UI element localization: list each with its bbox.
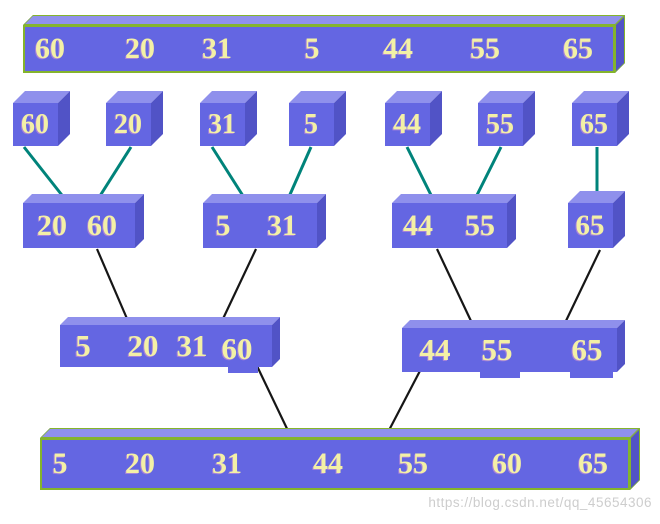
value-label: 44 — [393, 108, 421, 140]
box-front-face — [385, 103, 430, 146]
box-top-face — [23, 15, 625, 25]
value-label: 31 — [267, 208, 297, 242]
box-front-face — [40, 438, 630, 490]
value-label: 44 — [313, 447, 343, 480]
box-right-face — [630, 428, 640, 490]
box-front-face — [23, 203, 135, 248]
value-label: 55 — [486, 108, 514, 140]
box-top-face — [402, 320, 625, 328]
node-cube-44: 44 — [385, 91, 442, 146]
box-front-face — [478, 103, 523, 146]
value-label: 65 — [580, 108, 608, 140]
box-right-face — [317, 194, 326, 248]
box-front-face — [23, 25, 615, 73]
edge-box-65-to-merged-44-55-65 — [563, 249, 601, 326]
box-front-face — [402, 328, 617, 372]
node-cube-55: 55 — [478, 91, 535, 146]
box-right-face — [615, 15, 625, 73]
value-label: 31 — [176, 328, 208, 363]
box-front-face — [60, 325, 272, 367]
value-label: 20 — [114, 108, 142, 140]
value-label: 55 — [481, 332, 513, 367]
value-label: 5 — [304, 108, 318, 140]
node-input-bar: 60 20 31 5 44 55 65 — [23, 15, 625, 73]
value-label: 31 — [212, 447, 242, 480]
node-sorted-bar: 5 20 31 44 55 60 65 — [40, 428, 640, 490]
box-top-face — [40, 428, 640, 438]
box-right-face — [135, 194, 144, 248]
hidden-box-tab — [480, 372, 520, 378]
node-merged-5-20-31-60: 5 20 31 60 — [60, 317, 280, 367]
box-front-face — [572, 103, 617, 146]
edge-pair-44-55-to-merged-44-55-65 — [436, 248, 472, 322]
box-top-face — [23, 194, 144, 203]
box-front-face — [568, 203, 613, 248]
node-cube-31: 31 — [200, 91, 257, 146]
value-label: 5 — [52, 447, 68, 480]
edge-cube-55-to-pair-44-55 — [473, 146, 503, 200]
value-label: 55 — [470, 32, 500, 65]
value-label: 60 — [35, 32, 65, 65]
edge-pair-5-31-to-merged-5-20-31-60 — [220, 248, 257, 324]
hidden-box-tab — [570, 372, 613, 378]
hidden-box-tab — [228, 367, 258, 373]
edge-merged-44-55-65-to-sorted-bar — [385, 366, 423, 437]
box-top-face — [392, 194, 516, 203]
edge-merged-5-20-31-60-to-sorted-bar — [256, 365, 292, 438]
box-front-face — [13, 103, 58, 146]
box-right-face — [507, 194, 516, 248]
node-pair-5-31: 5 31 — [203, 194, 326, 248]
node-cube-60: 60 — [13, 91, 70, 146]
node-cube-5: 5 — [289, 91, 346, 146]
watermark: https://blog.csdn.net/qq_45654306 — [428, 495, 652, 510]
edge-cube-20-to-pair-20-60 — [96, 146, 133, 200]
edge-cube-60-to-pair-20-60 — [22, 146, 67, 200]
value-label: 44 — [419, 332, 451, 367]
value-label: 20 — [125, 32, 155, 65]
box-top-face — [60, 317, 280, 325]
value-label: 31 — [208, 108, 236, 140]
value-label: 44 — [403, 208, 433, 242]
value-label: 5 — [304, 32, 320, 65]
node-cube-65: 65 — [572, 91, 629, 146]
value-label: 60 — [21, 108, 49, 140]
edge-cube-31-to-pair-5-31 — [210, 146, 247, 200]
node-merged-44-55-65: 44 55 65 — [402, 320, 625, 372]
value-label: 65 — [575, 209, 605, 241]
value-label: 65 — [571, 332, 603, 367]
value-label: 55 — [398, 447, 428, 480]
value-label: 60 — [87, 208, 117, 242]
node-pair-44-55: 44 55 — [392, 194, 516, 248]
value-label: 44 — [383, 32, 413, 65]
edge-cube-44-to-pair-44-55 — [405, 146, 435, 200]
box-front-face — [200, 103, 245, 146]
edge-pair-20-60-to-merged-5-20-31-60 — [95, 248, 130, 322]
value-label: 20 — [37, 208, 67, 242]
value-label: 20 — [127, 328, 159, 363]
box-front-face — [203, 203, 317, 248]
box-front-face — [106, 103, 151, 146]
box-top-face — [203, 194, 326, 203]
value-label: 31 — [202, 32, 232, 65]
value-label: 5 — [75, 328, 91, 363]
value-label: 65 — [563, 32, 593, 65]
box-front-face — [289, 103, 334, 146]
value-label: 60 — [492, 447, 522, 480]
node-box-65: 65 — [568, 191, 625, 248]
value-label: 20 — [125, 447, 155, 480]
value-label: 60 — [221, 331, 253, 366]
node-cube-20: 20 — [106, 91, 163, 146]
value-label: 5 — [215, 208, 231, 242]
value-label: 55 — [465, 208, 495, 242]
value-label: 65 — [578, 447, 608, 480]
edge-cube-5-to-pair-5-31 — [286, 146, 313, 200]
box-right-face — [272, 317, 280, 367]
box-right-face — [617, 320, 625, 372]
box-front-face — [392, 203, 507, 248]
